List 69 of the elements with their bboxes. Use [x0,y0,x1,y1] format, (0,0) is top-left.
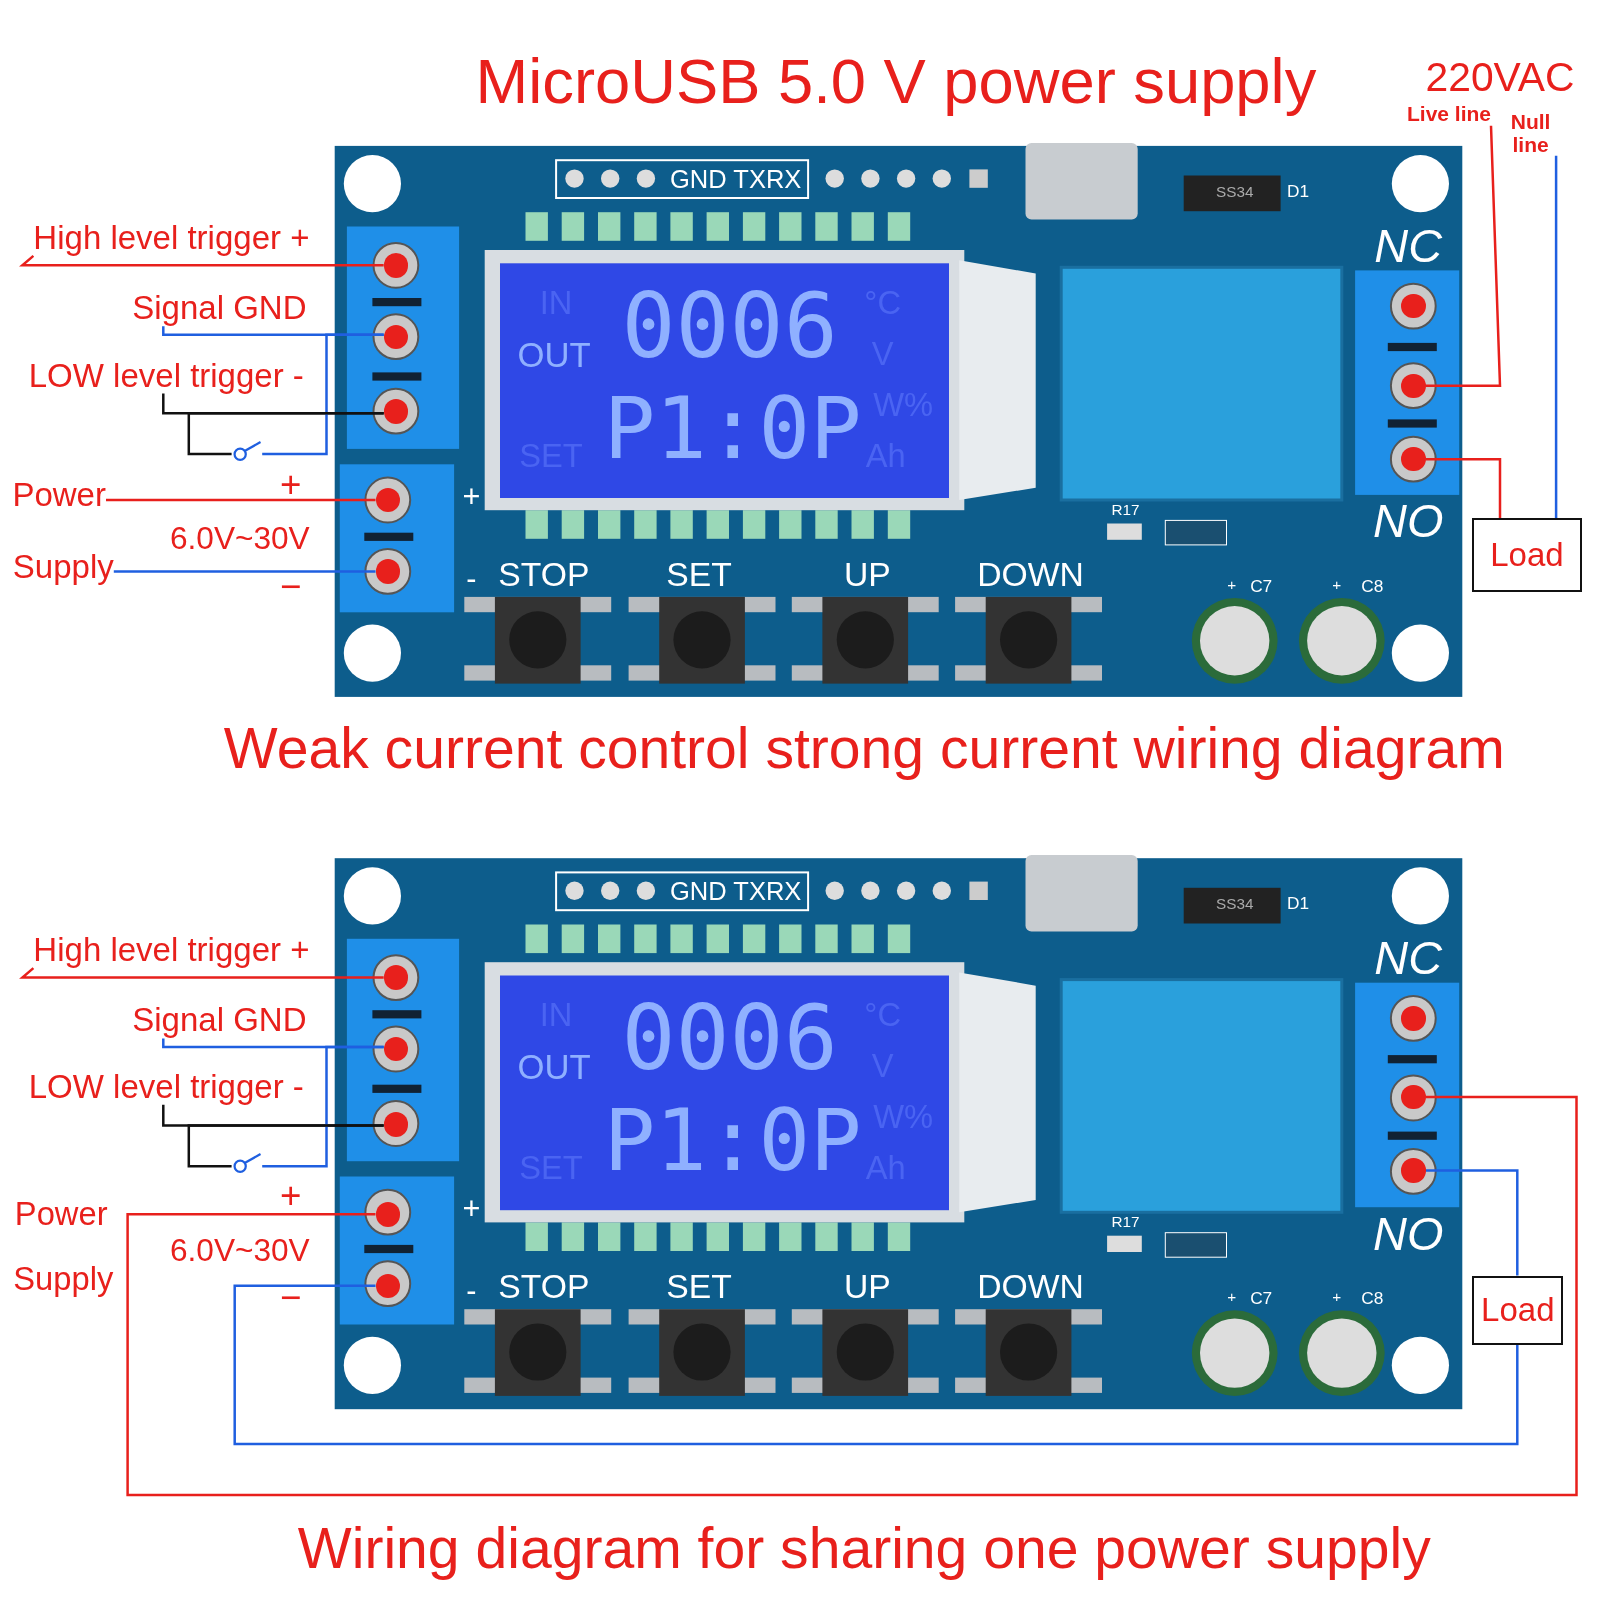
silkscreen-label: - [466,1274,477,1308]
load-box: Load [1472,1275,1564,1345]
wire-label: Live line [1407,102,1491,126]
silkscreen-label: + [1332,1288,1342,1306]
button-label: SET [666,555,732,594]
terminal-label: Power [14,1196,108,1233]
heading: MicroUSB 5.0 V power supply [475,46,1317,117]
component-marking: SS34 [1216,895,1254,913]
terminal-label: Supply [13,1260,114,1297]
silkscreen-label: + [462,480,481,514]
voltage-label: 220VAC [1425,54,1575,99]
wire [187,412,384,456]
polarity-sign: + [280,1175,302,1217]
silkscreen-label: + [1227,576,1237,594]
silkscreen-label: + [462,1192,481,1226]
silkscreen-label: GND TXRX [670,876,802,905]
terminal-label: Signal GND [132,290,307,327]
silkscreen-label: C8 [1361,577,1384,597]
terminal-label: High level trigger + [33,219,310,256]
button-label: SET [666,1268,732,1306]
silkscreen-label: + [1227,1288,1237,1306]
display-indicator: OUT [517,1048,591,1087]
terminal-label: Power [12,476,106,514]
terminal-label: LOW level trigger - [28,357,304,394]
silkscreen-label: - [466,561,477,596]
voltage-label: 6.0V~30V [169,1232,310,1268]
silkscreen-label: R17 [1111,501,1140,519]
polarity-sign: − [280,1277,302,1319]
voltage-label: 6.0V~30V [169,520,310,556]
silkscreen-label: D1 [1286,894,1310,914]
heading: Wiring diagram for sharing one power supply [297,1516,1431,1580]
silkscreen-label: C8 [1361,1289,1384,1309]
display-indicator: OUT [517,336,591,375]
silkscreen-label: NC [1374,933,1443,985]
button-label: UP [843,1268,891,1306]
wire [262,1045,384,1168]
silkscreen-label: C7 [1250,577,1273,597]
load-box: Load [1472,518,1582,592]
terminal-label: Supply [12,549,114,586]
silkscreen-label: + [1332,576,1342,594]
heading: Weak current control strong current wiring diagram [223,716,1505,780]
terminal-label: High level trigger + [33,931,310,969]
terminal-label: Signal GND [132,1002,307,1039]
button-label: UP [843,555,891,594]
component-marking: SS34 [1216,183,1254,201]
silkscreen-label: NO [1373,496,1444,549]
terminal-label: LOW level trigger - [28,1068,304,1105]
button-label: STOP [498,555,590,594]
polarity-sign: + [280,464,302,505]
display-digits: 0006 [621,281,838,372]
button-label: STOP [498,1268,590,1306]
wire [262,333,384,456]
switch-symbol [231,1151,263,1174]
silkscreen-label: GND TXRX [670,164,802,193]
wire [1554,155,1558,519]
button-label: DOWN [977,555,1084,594]
silkscreen-label: NO [1373,1208,1444,1261]
display-digits: P1:0P [603,1097,862,1184]
display-digits: P1:0P [603,385,862,472]
wire-label: Null line [1505,109,1557,156]
polarity-sign: − [280,566,302,607]
silkscreen-label: R17 [1111,1214,1140,1231]
button-label: DOWN [977,1268,1084,1306]
wire [187,1124,384,1168]
silkscreen-label: C7 [1250,1289,1273,1309]
display-digits: 0006 [621,993,838,1084]
silkscreen-label: NC [1374,221,1443,273]
switch-symbol [231,438,263,462]
silkscreen-label: D1 [1286,182,1310,202]
